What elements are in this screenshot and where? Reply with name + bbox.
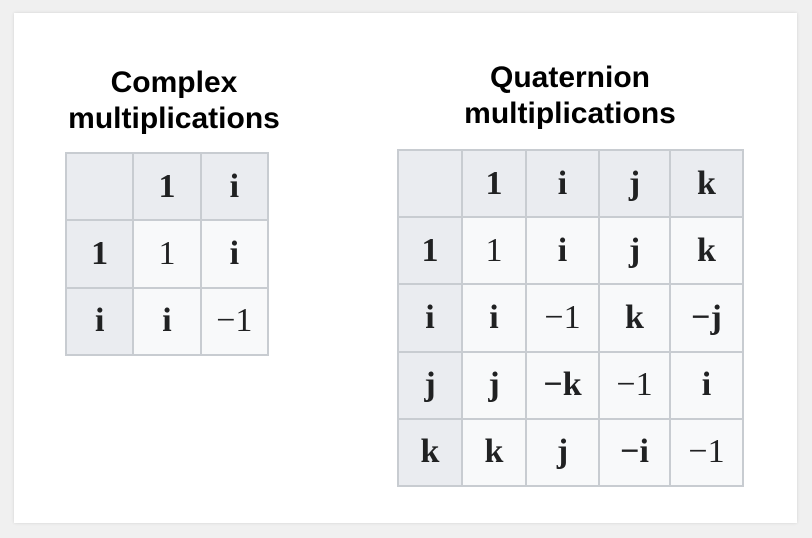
table-row: 1 1 i: [64, 219, 270, 289]
table-cell: i: [525, 216, 600, 286]
table-header-row: 1 i: [64, 151, 270, 222]
table-row: 1 1 i j k: [397, 216, 744, 286]
table-cell: j: [598, 216, 671, 286]
table-row: k k j −i −1: [397, 417, 744, 488]
table-header-row: 1 i j k: [397, 148, 744, 219]
table-cell: 1: [132, 219, 202, 289]
quaternion-title-line2: multiplications: [464, 97, 676, 130]
row-header: i: [64, 286, 135, 357]
corner-cell: [397, 148, 463, 219]
complex-title-line2: multiplications: [68, 102, 280, 135]
table-cell: −1: [598, 350, 671, 420]
complex-title-line1: Complex: [110, 66, 238, 99]
row-header: i: [397, 283, 463, 353]
quaternion-title-line1: Quaternion: [489, 61, 650, 94]
table-cell: k: [598, 283, 671, 353]
quaternion-multiplication-table: 1 i j k 1 1 i j k i i −1 k −j j j −k −1 …: [397, 148, 744, 488]
column-header: 1: [132, 151, 202, 222]
column-header: i: [525, 148, 600, 219]
row-header: k: [397, 417, 463, 488]
table-cell: k: [461, 417, 527, 488]
table-cell: −1: [199, 286, 270, 357]
table-cell: −k: [525, 350, 600, 420]
table-row: j j −k −1 i: [397, 350, 744, 420]
table-row: i i −1: [64, 286, 270, 357]
table-cell: i: [132, 286, 202, 357]
complex-multiplication-table: 1 i 1 1 i i i −1: [64, 151, 270, 357]
table-cell: −1: [525, 283, 600, 353]
table-cell: −j: [669, 283, 744, 353]
column-header: i: [199, 151, 270, 222]
column-header: 1: [461, 148, 527, 219]
column-header: k: [669, 148, 744, 219]
table-cell: j: [461, 350, 527, 420]
row-header: 1: [397, 216, 463, 286]
column-header: j: [598, 148, 671, 219]
table-cell: k: [669, 216, 744, 286]
table-cell: i: [461, 283, 527, 353]
table-cell: −1: [669, 417, 744, 488]
corner-cell: [64, 151, 135, 222]
table-row: i i −1 k −j: [397, 283, 744, 353]
row-header: j: [397, 350, 463, 420]
complex-table-title: Complex multiplications: [44, 65, 304, 137]
row-header: 1: [64, 219, 135, 289]
table-cell: i: [669, 350, 744, 420]
quaternion-table-title: Quaternion multiplications: [440, 60, 700, 132]
table-cell: 1: [461, 216, 527, 286]
table-cell: j: [525, 417, 600, 488]
table-cell: i: [199, 219, 270, 289]
table-cell: −i: [598, 417, 671, 488]
